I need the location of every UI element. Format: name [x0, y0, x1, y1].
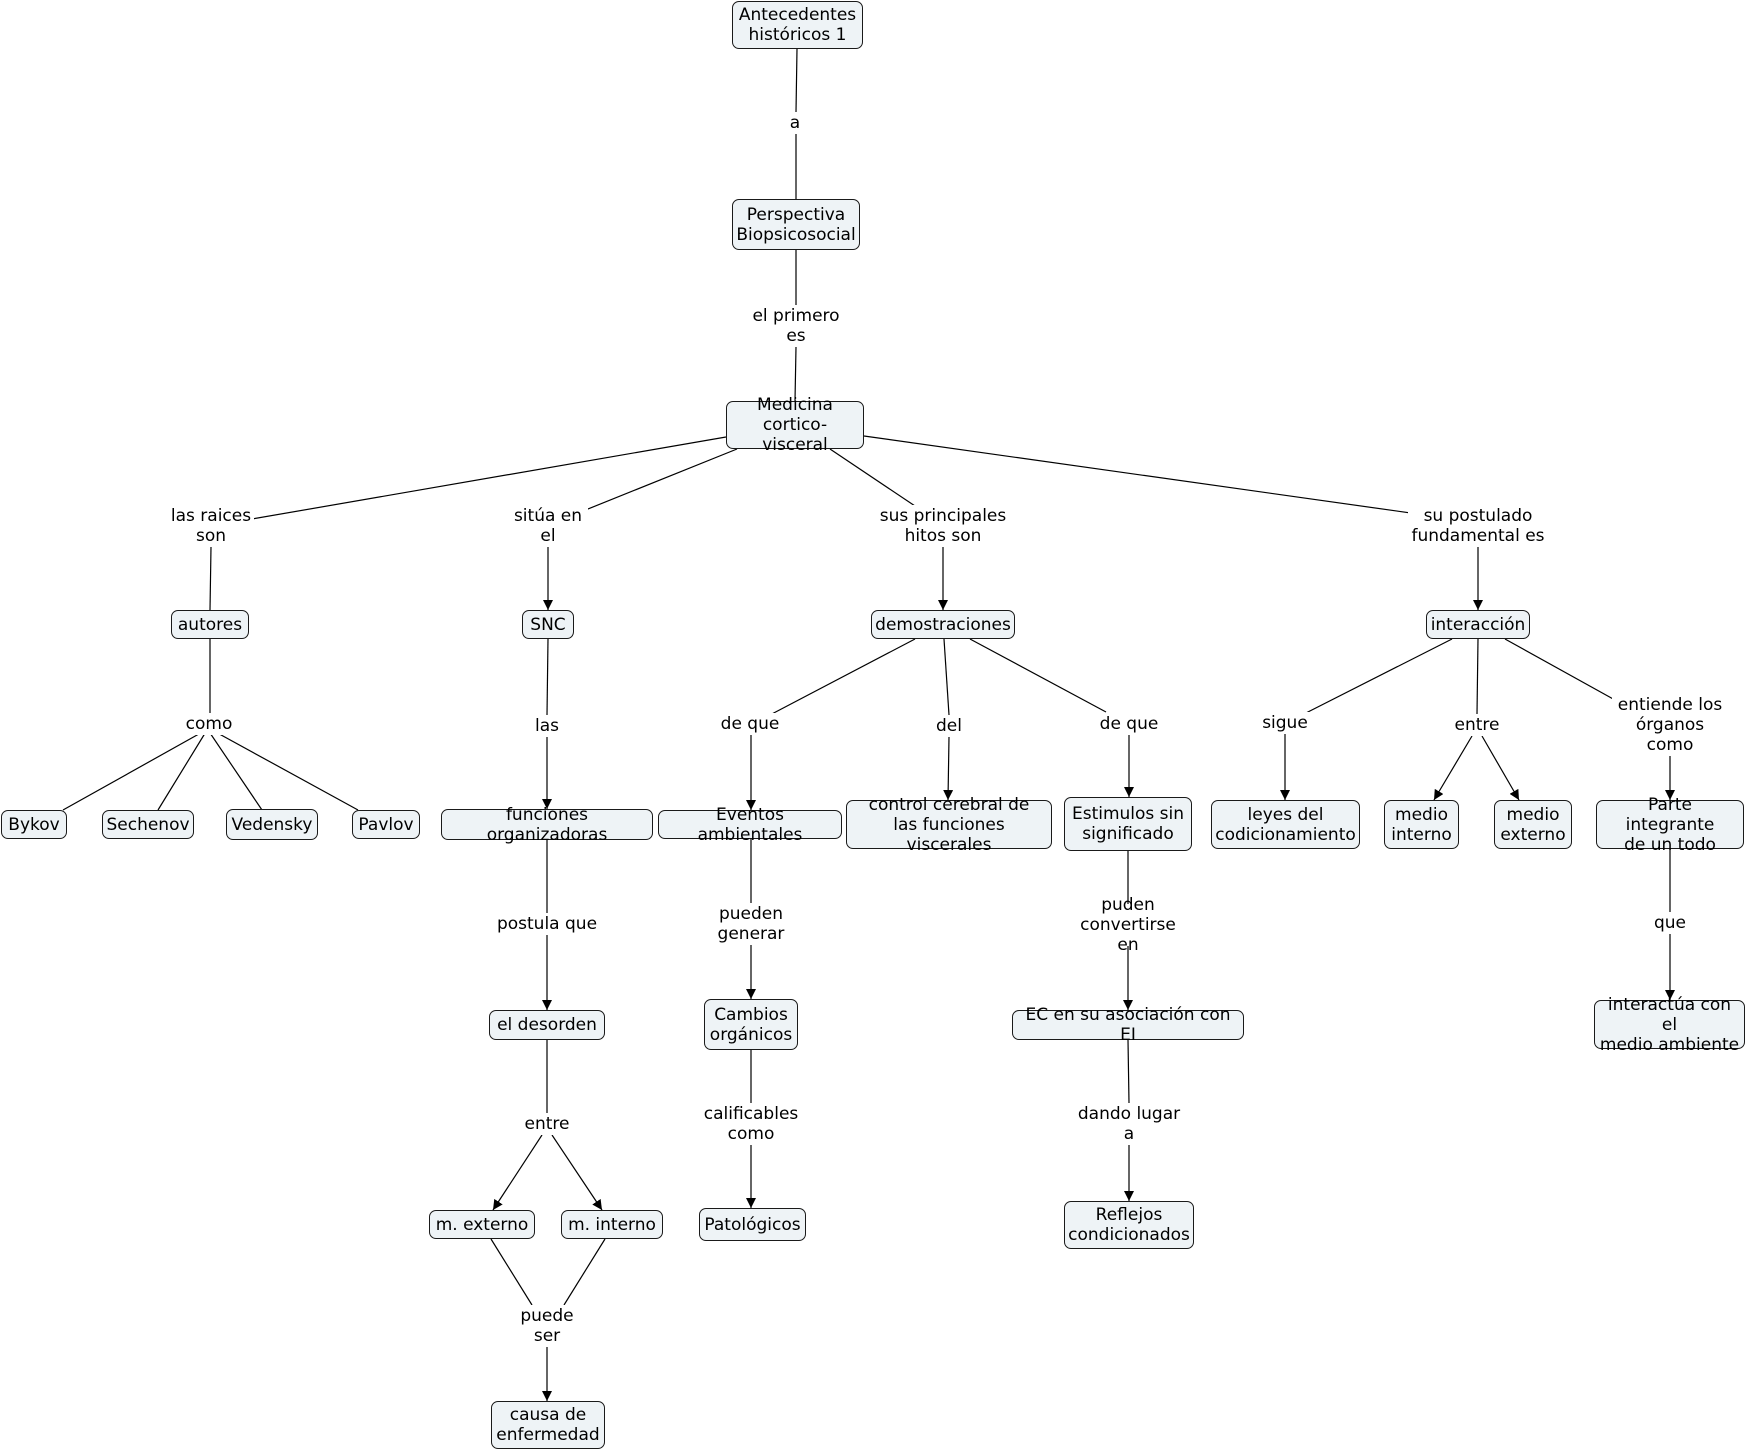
concept-antecedentes-historicos[interactable]: Antecedentes históricos 1: [732, 1, 863, 49]
link-las-raices-son[interactable]: las raices son: [168, 505, 254, 547]
link-dando-lugar-a[interactable]: dando lugar a: [1074, 1103, 1184, 1145]
concept-funciones-organizadoras[interactable]: funciones organizadoras: [441, 805, 653, 845]
connector-line: [563, 1238, 606, 1306]
connector-line: [251, 436, 727, 520]
link-entiende-los-organos-como[interactable]: entiende los órganos como: [1612, 694, 1728, 756]
concept-vedensky[interactable]: Vedensky: [226, 809, 318, 840]
concept-sechenov[interactable]: Sechenov: [102, 810, 194, 839]
link-puede-ser[interactable]: puede ser: [516, 1305, 578, 1347]
concept-cambios-organicos[interactable]: Cambios orgánicos: [704, 999, 798, 1050]
connector-arrow: [492, 1134, 543, 1211]
link-entre-desorden[interactable]: entre: [521, 1113, 573, 1135]
connector-line: [943, 638, 950, 716]
link-puden-convertirse-en[interactable]: puden convertirse en: [1050, 895, 1206, 955]
connector-line: [207, 729, 263, 811]
connector-line: [1476, 638, 1479, 715]
connector-arrow: [1481, 735, 1520, 801]
concept-autores[interactable]: autores: [171, 610, 249, 639]
concept-estimulos-sin-significado[interactable]: Estimulos sin significado: [1064, 797, 1192, 851]
connector-line: [1504, 638, 1625, 706]
concept-reflejos-condicionados[interactable]: Reflejos condicionados: [1064, 1201, 1194, 1249]
link-entre-medios[interactable]: entre: [1449, 714, 1505, 736]
connector-line: [157, 729, 208, 811]
concept-el-desorden[interactable]: el desorden: [489, 1010, 605, 1040]
link-de-que-estimulos[interactable]: de que: [1095, 713, 1163, 735]
concept-bykov[interactable]: Bykov: [1, 810, 67, 839]
concept-medio-externo[interactable]: medio externo: [1494, 800, 1572, 849]
connector-line: [577, 448, 738, 514]
connector-line: [863, 435, 1426, 516]
concept-medio-interno[interactable]: medio interno: [1384, 800, 1459, 849]
link-el-primero-es[interactable]: el primero es: [750, 305, 842, 347]
concept-snc[interactable]: SNC: [522, 610, 574, 639]
link-las[interactable]: las: [530, 715, 564, 737]
concept-parte-integrante[interactable]: Parte integrante de un todo: [1596, 795, 1744, 855]
connector-arrow: [551, 1134, 603, 1211]
link-sus-principales-hitos-son[interactable]: sus principales hitos son: [874, 505, 1012, 547]
concept-leyes-del-codicionamiento[interactable]: leyes del codicionamiento: [1211, 800, 1360, 849]
concept-interaccion[interactable]: interacción: [1426, 610, 1530, 639]
concept-m-externo[interactable]: m. externo: [429, 1210, 535, 1239]
concept-medicina-cortico-visceral[interactable]: Medicina cortico-visceral: [726, 395, 864, 455]
connector-arrow: [1433, 735, 1473, 801]
concept-m-interno[interactable]: m. interno: [561, 1210, 663, 1239]
concept-interactua-medio-ambiente[interactable]: interactúa con el medio ambiente: [1594, 995, 1745, 1055]
connector-line: [829, 448, 919, 509]
connector-line: [546, 638, 549, 716]
link-de-que-eventos[interactable]: de que: [716, 713, 784, 735]
concept-eventos-ambientales[interactable]: Eventos ambientales: [658, 805, 842, 845]
concept-perspectiva-biopsicosocial[interactable]: Perspectiva Biopsicosocial: [732, 199, 860, 250]
connector-line: [490, 1238, 533, 1306]
concept-demostraciones[interactable]: demostraciones: [871, 610, 1015, 639]
connector-line: [1127, 1039, 1130, 1104]
connector-line: [795, 48, 798, 113]
link-calificables-como[interactable]: calificables como: [702, 1103, 800, 1145]
link-sigue[interactable]: sigue: [1257, 712, 1313, 734]
link-que[interactable]: que: [1650, 912, 1690, 934]
concept-pavlov[interactable]: Pavlov: [352, 810, 420, 839]
link-situa-en-el[interactable]: sitúa en el: [508, 505, 588, 547]
connector-line: [969, 638, 1107, 713]
connector-line: [767, 638, 916, 717]
connector-line: [1301, 638, 1453, 716]
connector-line: [794, 346, 797, 402]
link-su-postulado-fundamental-es[interactable]: su postulado fundamental es: [1408, 505, 1548, 547]
connector-line: [209, 546, 212, 611]
link-postula-que[interactable]: postula que: [494, 913, 600, 935]
link-del[interactable]: del: [931, 715, 967, 737]
connector-line: [211, 729, 359, 811]
concept-control-cerebral[interactable]: control cerebral de las funciones viscer…: [846, 795, 1052, 855]
link-a[interactable]: a: [785, 112, 805, 134]
link-pueden-generar[interactable]: pueden generar: [714, 903, 788, 945]
connector-arrow: [943, 736, 954, 801]
concept-causa-de-enfermedad[interactable]: causa de enfermedad: [491, 1401, 605, 1449]
link-como[interactable]: como: [183, 713, 235, 735]
concept-patologicos[interactable]: Patológicos: [699, 1208, 806, 1241]
concept-ec-asociacion-ei[interactable]: EC en su asociación con EI: [1012, 1005, 1244, 1045]
connector-line: [62, 729, 207, 811]
